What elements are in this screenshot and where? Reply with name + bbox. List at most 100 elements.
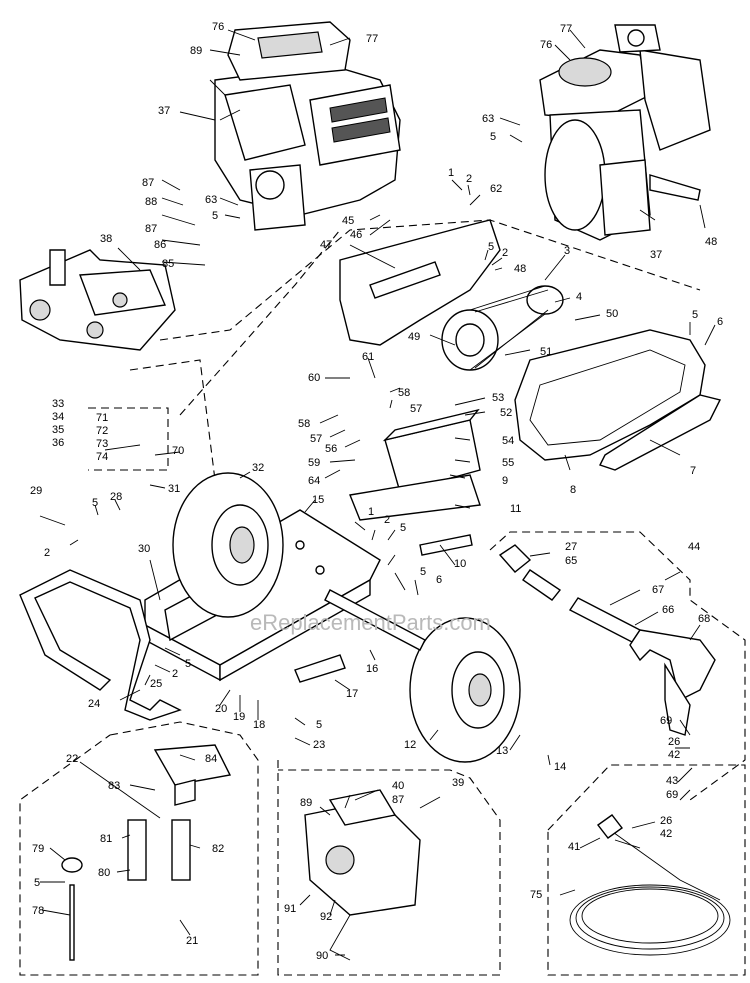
label-58a: 58 xyxy=(398,387,410,399)
label-86: 86 xyxy=(154,239,166,251)
label-81: 81 xyxy=(100,833,112,845)
label-88: 88 xyxy=(145,196,157,208)
leader-lines xyxy=(39,29,716,956)
label-77a: 77 xyxy=(366,33,378,45)
label-89b: 89 xyxy=(300,797,312,809)
label-40: 40 xyxy=(392,780,404,792)
label-6a: 6 xyxy=(717,316,723,328)
label-2d: 2 xyxy=(384,514,390,526)
label-68: 68 xyxy=(698,613,710,625)
label-57a: 57 xyxy=(410,403,422,415)
label-74: 74 xyxy=(96,451,108,463)
label-69a: 69 xyxy=(660,715,672,727)
label-5d: 5 xyxy=(692,309,698,321)
label-18: 18 xyxy=(253,719,265,731)
label-23: 23 xyxy=(313,739,325,751)
label-53: 53 xyxy=(492,392,504,404)
hose-kit-boundary xyxy=(547,764,746,976)
label-5f: 5 xyxy=(400,522,406,534)
label-64: 64 xyxy=(308,475,320,487)
label-42a: 42 xyxy=(668,749,680,761)
label-76a: 76 xyxy=(212,21,224,33)
label-14: 14 xyxy=(554,761,566,773)
belt-guard-cover-inner xyxy=(529,349,686,446)
label-4: 4 xyxy=(576,291,582,303)
label-79: 79 xyxy=(32,843,44,855)
label-62: 62 xyxy=(490,183,502,195)
label-5a: 5 xyxy=(212,210,218,222)
label-57b: 57 xyxy=(310,433,322,445)
label-87c: 87 xyxy=(392,794,404,806)
label-2e: 2 xyxy=(172,668,178,680)
label-72: 72 xyxy=(96,425,108,437)
label-66: 66 xyxy=(662,604,674,616)
label-43: 43 xyxy=(666,775,678,787)
belt xyxy=(599,394,722,471)
wand-kit-boundary xyxy=(489,531,746,801)
label-73: 73 xyxy=(96,438,108,450)
label-67: 67 xyxy=(652,584,664,596)
label-41: 41 xyxy=(568,841,580,853)
label-47: 47 xyxy=(320,239,332,251)
axle xyxy=(324,589,426,651)
label-39: 39 xyxy=(452,777,464,789)
label-17: 17 xyxy=(346,688,358,700)
label-29: 29 xyxy=(30,485,42,497)
label-63a: 63 xyxy=(205,194,217,206)
label-25: 25 xyxy=(150,678,162,690)
label-65: 65 xyxy=(565,555,577,567)
label-1a: 1 xyxy=(448,167,454,179)
label-2a: 2 xyxy=(466,173,472,185)
label-84: 84 xyxy=(205,753,217,765)
label-85: 85 xyxy=(162,258,174,270)
engine-right xyxy=(539,24,711,241)
high-pressure-hose xyxy=(569,814,731,956)
label-83: 83 xyxy=(108,780,120,792)
label-51: 51 xyxy=(540,346,552,358)
label-56: 56 xyxy=(325,443,337,455)
wheel-right xyxy=(409,617,521,763)
label-26b: 26 xyxy=(660,815,672,827)
label-71: 71 xyxy=(96,412,108,424)
label-44: 44 xyxy=(688,541,700,553)
label-15: 15 xyxy=(312,494,324,506)
label-5h: 5 xyxy=(185,658,191,670)
label-38: 38 xyxy=(100,233,112,245)
label-9: 9 xyxy=(502,475,508,487)
label-70: 70 xyxy=(172,445,184,457)
label-10: 10 xyxy=(454,558,466,570)
label-11: 11 xyxy=(510,503,521,515)
battery-box xyxy=(349,408,481,556)
label-91: 91 xyxy=(284,903,296,915)
label-61: 61 xyxy=(362,351,374,363)
label-5j: 5 xyxy=(34,877,40,889)
label-5b: 5 xyxy=(490,131,496,143)
handle-frame xyxy=(19,569,182,721)
label-26a: 26 xyxy=(668,736,680,748)
label-75: 75 xyxy=(530,889,542,901)
label-27: 27 xyxy=(565,541,577,553)
label-49: 49 xyxy=(408,331,420,343)
axle-bracket xyxy=(294,654,346,683)
handle-kit-boundary xyxy=(19,721,259,976)
wheel-left xyxy=(172,472,284,618)
label-5e: 5 xyxy=(92,497,98,509)
label-31: 31 xyxy=(168,483,180,495)
label-90: 90 xyxy=(316,950,328,962)
label-58b: 58 xyxy=(298,418,310,430)
label-21: 21 xyxy=(186,935,198,947)
label-59: 59 xyxy=(308,457,320,469)
chemical-kit-boundary xyxy=(88,407,169,471)
label-32: 32 xyxy=(252,462,264,474)
label-46: 46 xyxy=(350,229,362,241)
label-78: 78 xyxy=(32,905,44,917)
spray-wand xyxy=(498,544,716,736)
label-33: 33 xyxy=(52,398,64,410)
label-45: 45 xyxy=(342,215,354,227)
label-69b: 69 xyxy=(666,789,678,801)
label-28: 28 xyxy=(110,491,122,503)
label-54: 54 xyxy=(502,435,514,447)
label-36: 36 xyxy=(52,437,64,449)
label-3: 3 xyxy=(564,245,570,257)
label-30: 30 xyxy=(138,543,150,555)
